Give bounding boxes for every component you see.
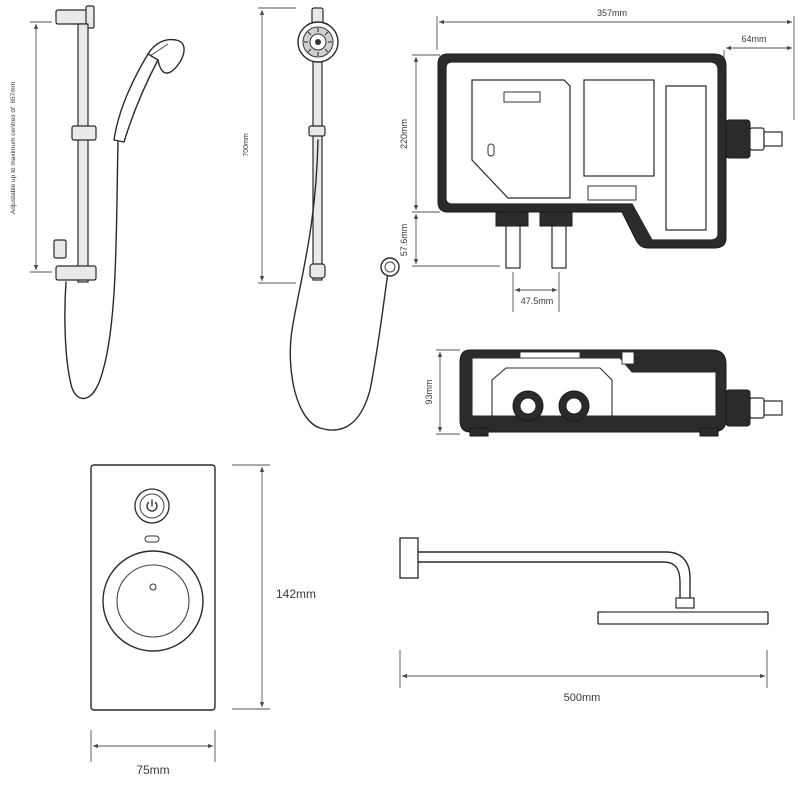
arm-wall-flange [399,537,419,579]
showerhead-front [297,21,339,63]
fixed-arm-overhead: 500mm [399,537,769,704]
pipe-drop-label: 57.6mm [399,224,409,257]
outlet-pipes [495,211,573,269]
shower-arm [417,551,691,601]
status-indicator [144,535,160,543]
power-icon [146,499,158,512]
control-width-label: 75mm [136,763,169,777]
control-height-label: 142mm [276,587,316,601]
bottom-wall-bracket [55,265,97,281]
control-panel-front: 142mm 75mm [90,464,316,777]
overhead-showerhead [597,611,769,625]
unit-depth-label: 93mm [424,379,434,404]
riser-front-view: 700mm [243,7,400,431]
unit-width-label: 357mm [597,8,627,18]
riser-height-label: 700mm [243,133,250,157]
unit-height-label: 220mm [399,119,409,149]
shower-unit-bottom: 93mm [424,349,783,437]
riser-rail [77,23,89,283]
front-hose [289,139,389,431]
arm-length-label: 500mm [564,692,601,704]
top-wall-bracket [55,9,91,25]
shower-handset-side [113,38,185,143]
inlet-spacing-label: 47.5mm [521,296,554,306]
riser-adjust-dimension: Adjustable up to maximum centres of: 657… [10,21,52,273]
riser-adjust-label: Adjustable up to maximum centres of: 657… [10,82,17,214]
inlet-length-label: 64mm [741,34,766,44]
riser-rail-kit: Adjustable up to maximum centres of: 657… [10,5,185,400]
bottom-inlet-connectors [512,390,590,422]
shower-unit-front: 357mm 64mm 220mm 57.6mm [399,8,795,312]
riser-slider [71,125,97,141]
water-inlet-fitting [725,119,783,159]
front-rail [312,59,323,281]
shower-hose-side [64,141,119,400]
